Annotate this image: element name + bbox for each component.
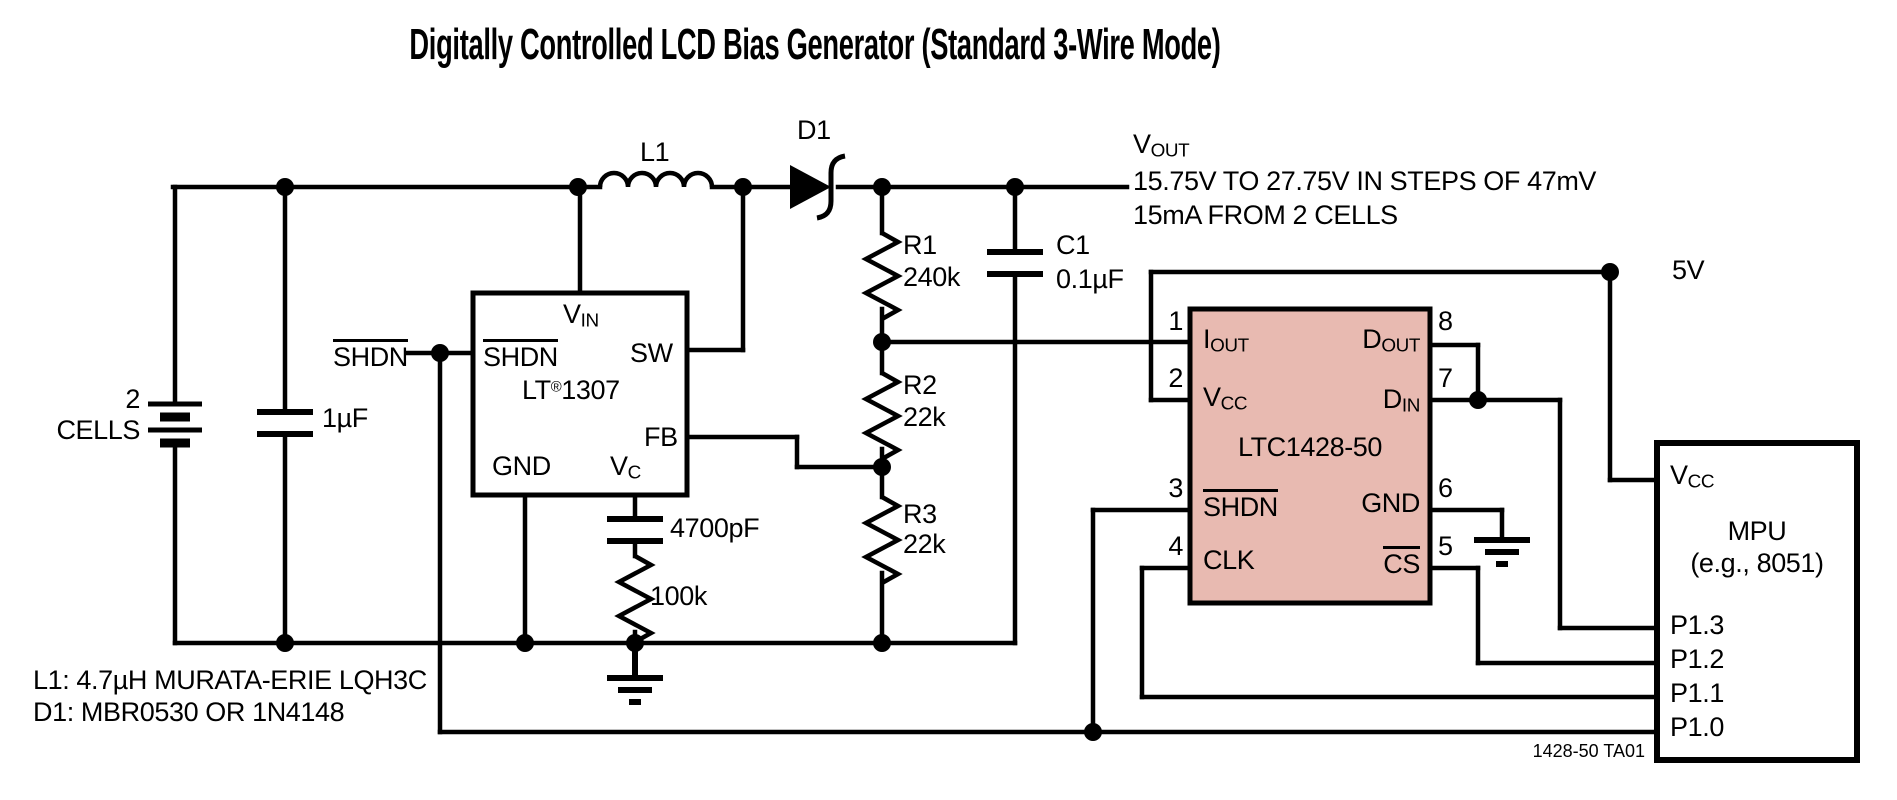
mpu-p10-label: P1.0 <box>1670 712 1724 742</box>
ltc-pin6-number: 6 <box>1438 473 1453 503</box>
resistor-r1 <box>861 231 903 321</box>
lt1307-gnd-label: GND <box>492 451 551 481</box>
resistor-100k <box>614 554 656 644</box>
chip-lt1307 <box>470 290 690 498</box>
ltc-pin5-number: 5 <box>1438 531 1453 561</box>
lt1307-vin-label: VIN <box>563 299 599 332</box>
resistor-r2 <box>861 371 903 461</box>
wire-clk-net <box>1139 565 1660 700</box>
ltc-shdn-label: SHDN <box>1203 489 1278 521</box>
r2-value: 22k <box>903 402 946 432</box>
wire-shdn-net <box>405 350 1660 735</box>
inductor-l1 <box>597 170 715 188</box>
resistor-r3 <box>861 495 903 585</box>
diode-d1-label: D1 <box>797 115 831 145</box>
lt1307-vc-label: VC <box>610 451 641 484</box>
circuit-wires <box>170 184 1660 735</box>
figure-reference: 1428-50 TA01 <box>1532 741 1645 761</box>
ltc-chip-name: LTC1428-50 <box>1237 432 1383 462</box>
r1-name: R1 <box>903 230 937 260</box>
lt1307-sw-label: SW <box>630 338 673 368</box>
diode-d1 <box>790 153 846 221</box>
lt1307-shdn-label: SHDN <box>483 339 558 371</box>
comp-res-value: 100k <box>650 581 707 611</box>
mpu-vcc-label: VCC <box>1670 460 1715 493</box>
mpu-p12-label: P1.2 <box>1670 644 1724 674</box>
supply-5v-label: 5V <box>1672 255 1705 285</box>
ltc-pin4-number: 4 <box>1168 531 1183 561</box>
vout-spec-line1: 15.75V TO 27.75V IN STEPS OF 47mV <box>1133 166 1597 196</box>
ltc-cs-label: CS <box>1300 546 1420 578</box>
mpu-subtitle: (e.g., 8051) <box>1690 548 1824 578</box>
comp-cap-value: 4700pF <box>670 513 760 543</box>
ltc-gnd-label: GND <box>1361 488 1420 518</box>
vout-label: VOUT <box>1133 129 1190 162</box>
ltc-pin7-number: 7 <box>1438 363 1453 393</box>
capacitor-1uf <box>257 409 313 437</box>
r1-value: 240k <box>903 262 960 292</box>
ltc-iout-label: IOUT <box>1203 324 1249 357</box>
r3-value: 22k <box>903 529 946 559</box>
junction-dots <box>276 178 1619 741</box>
wire-input-rail <box>170 184 793 646</box>
input-cap-value: 1µF <box>322 403 368 433</box>
wire-data-net <box>1427 342 1660 631</box>
mpu-name: MPU <box>1727 516 1787 546</box>
lt1307-name: LT®1307 <box>522 375 620 405</box>
ltc-clk-label: CLK <box>1203 545 1255 575</box>
ltc-pin8-number: 8 <box>1438 306 1453 336</box>
ltc-pin1-number: 1 <box>1168 306 1183 336</box>
wire-ltc-gnd <box>1427 507 1505 543</box>
note-l1: L1: 4.7µH MURATA-ERIE LQH3C <box>33 665 427 695</box>
ltc-din-label: DIN <box>1382 384 1421 417</box>
ground-symbol-ltc <box>1474 537 1530 567</box>
chip-ltc1428 <box>1187 306 1433 606</box>
wire-feedback-net <box>684 339 1193 646</box>
ltc-pin3-number: 3 <box>1168 473 1183 503</box>
battery-2cells <box>148 401 202 448</box>
r3-name: R3 <box>903 499 937 529</box>
r2-name: R2 <box>903 370 937 400</box>
wire-5v-net <box>1148 269 1660 483</box>
mpu-p13-label: P1.3 <box>1670 610 1724 640</box>
inductor-l1-label: L1 <box>640 137 670 167</box>
capacitor-c1 <box>987 249 1043 277</box>
c1-name: C1 <box>1056 230 1090 260</box>
ltc-pin2-number: 2 <box>1168 363 1183 393</box>
note-d1: D1: MBR0530 OR 1N4148 <box>33 697 345 727</box>
c1-value: 0.1µF <box>1056 264 1124 294</box>
page-title: Digitally Controlled LCD Bias Generator … <box>409 20 1221 69</box>
ltc-dout-label: DOUT <box>1362 324 1420 357</box>
mpu-p11-label: P1.1 <box>1670 678 1724 708</box>
lt1307-fb-label: FB <box>644 422 678 452</box>
capacitor-4700pf <box>607 516 663 544</box>
wire-cs-net <box>1427 565 1660 666</box>
vout-spec-line2: 15mA FROM 2 CELLS <box>1133 200 1398 230</box>
battery-label-line2: CELLS <box>56 415 140 445</box>
battery-label-line1: 2 <box>125 384 140 414</box>
chip-mpu <box>1654 440 1860 763</box>
shdn-input-label: SHDN <box>333 339 408 371</box>
ltc-vcc-label: VCC <box>1203 382 1248 415</box>
